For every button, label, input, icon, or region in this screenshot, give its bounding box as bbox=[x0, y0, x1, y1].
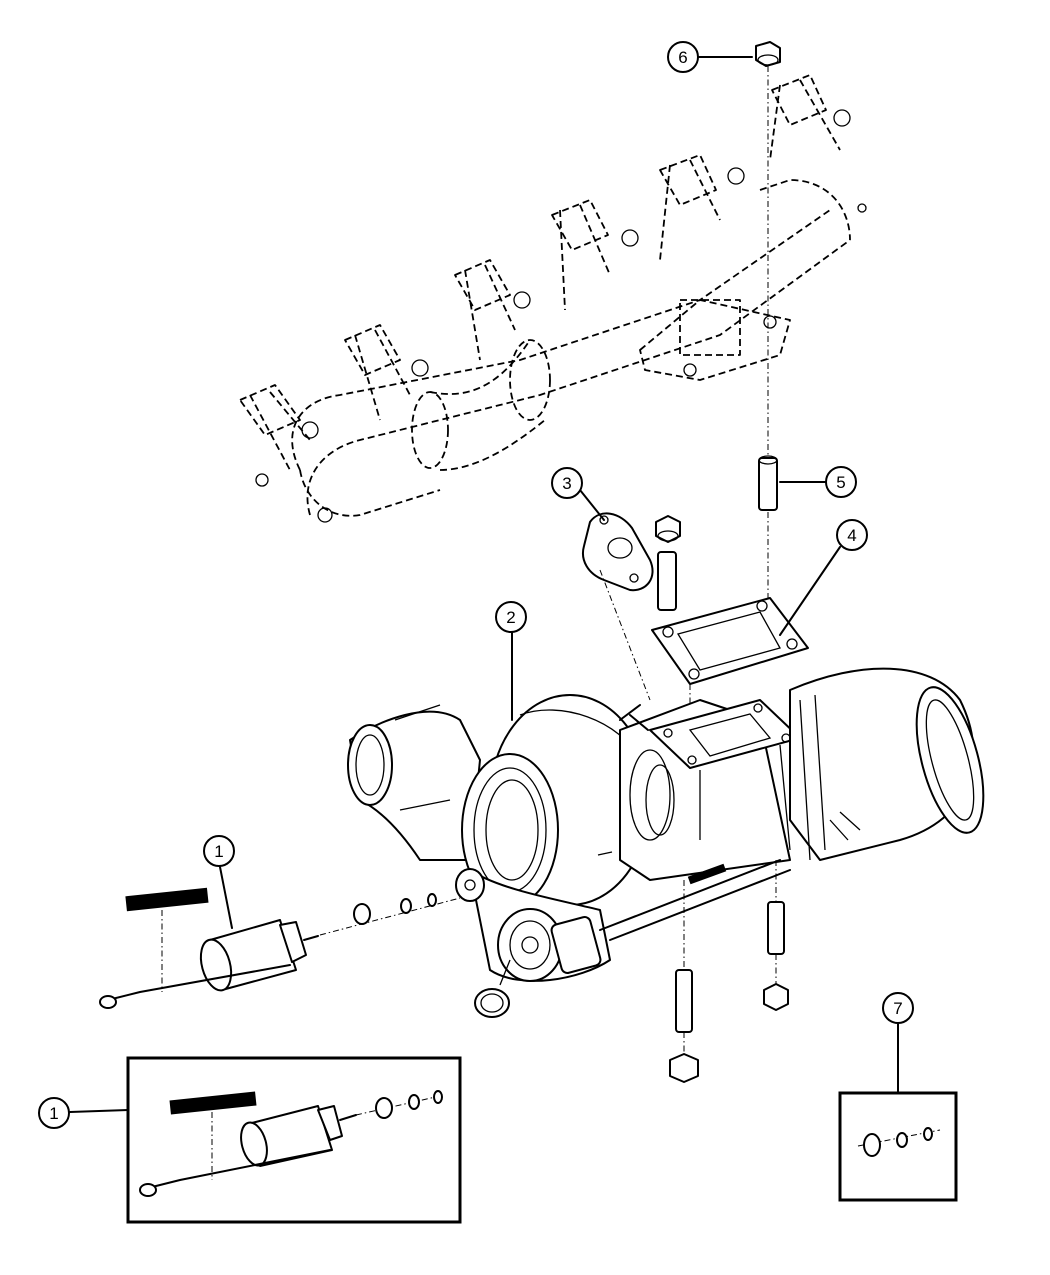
callout-2: 2 bbox=[495, 601, 527, 633]
callout-7: 7 bbox=[882, 992, 914, 1024]
turbo-flange-gasket-4 bbox=[651, 597, 809, 685]
turbine-seal-ring bbox=[474, 988, 510, 1018]
inset-oring-kit-7 bbox=[838, 1091, 958, 1202]
leader-3 bbox=[579, 489, 605, 521]
exhaust-stud-5 bbox=[758, 455, 778, 511]
turbocharger-assembly-2 bbox=[347, 667, 985, 982]
lower-right-nut bbox=[763, 983, 789, 1011]
svg-text:3: 3 bbox=[562, 474, 571, 493]
callout-6: 6 bbox=[667, 41, 699, 73]
leader-1a bbox=[219, 866, 233, 929]
svg-text:5: 5 bbox=[836, 473, 845, 492]
leader-gasket3 bbox=[599, 569, 651, 701]
svg-text:4: 4 bbox=[847, 526, 856, 545]
svg-text:1: 1 bbox=[214, 842, 223, 861]
svg-text:2: 2 bbox=[506, 608, 515, 627]
lower-left-nut bbox=[669, 1053, 699, 1083]
upper-nut bbox=[655, 515, 681, 543]
callout-1a: 1 bbox=[203, 835, 235, 867]
leader-seal-ring bbox=[499, 959, 511, 986]
exhaust-manifold-phantom bbox=[239, 74, 867, 523]
lower-left-stud bbox=[675, 969, 693, 1033]
svg-text:6: 6 bbox=[678, 48, 687, 67]
svg-text:1: 1 bbox=[49, 1104, 58, 1123]
lower-right-stud bbox=[767, 901, 785, 955]
leader-1b bbox=[69, 1109, 129, 1113]
upper-stud bbox=[657, 551, 677, 611]
exhaust-nut-6 bbox=[755, 41, 781, 67]
oil-drain-gasket-3 bbox=[582, 512, 654, 592]
svg-text:7: 7 bbox=[893, 999, 902, 1018]
callout-3: 3 bbox=[551, 467, 583, 499]
callout-5: 5 bbox=[825, 466, 857, 498]
leader-4 bbox=[779, 546, 841, 636]
inset-actuator-kit bbox=[126, 1056, 462, 1224]
callout-1b: 1 bbox=[38, 1097, 70, 1129]
actuator-assembly-1 bbox=[99, 887, 461, 1009]
callout-4: 4 bbox=[836, 519, 868, 551]
